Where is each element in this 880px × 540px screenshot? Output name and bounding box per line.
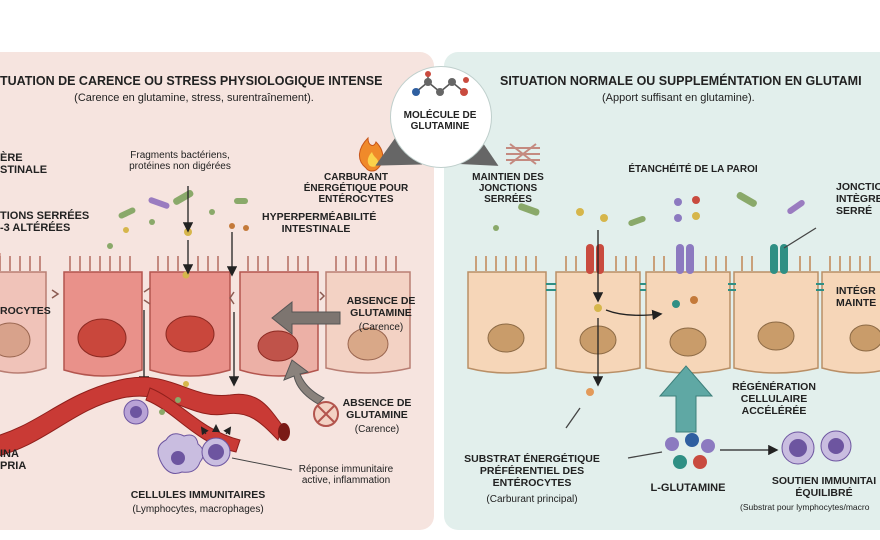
right-arrows (565, 227, 817, 459)
absence2-note: (Carence) (354, 424, 400, 435)
maintain-label: MAINTIEN DES JONCTIONS SERRÉES (472, 172, 544, 206)
right-title: SITUATION NORMALE OU SUPPLEMÉNTATION EN … (500, 74, 862, 88)
no-entry-icon (313, 401, 339, 427)
left-microvilli (0, 256, 397, 271)
fragments-label: Fragments bactériens, protéines non digé… (129, 150, 231, 173)
absence2-label: ABSENCE DE GLUTAMINE (342, 397, 412, 421)
left-cell-3 (149, 271, 231, 377)
hyperpermeability-label: HYPERPERMÉABILITÉ INTESTINALE (262, 211, 377, 235)
regeneration-label: RÉGÉNÉRATION CELLULAIRE ACCÉLÉRÉE (732, 381, 816, 417)
absence1-note: (Carence) (358, 322, 404, 333)
immune-support-note: (Substrat pour lymphocytes/macro (740, 502, 870, 512)
enterocytes-label: ROCYTES (0, 305, 51, 317)
l-glutamine-molecules (665, 433, 715, 469)
immune-cells-note: (Lymphocytes, macrophages) (132, 504, 264, 515)
channel-purple (676, 244, 694, 274)
left-epithelium (0, 253, 411, 377)
l-glutamine-label: L-GLUTAMINE (650, 482, 726, 494)
immune-cells-label: CELLULES IMMUNITAIRES (130, 489, 266, 501)
left-cell-1 (0, 271, 47, 374)
fuel-label: CARBURANT ÉNERGÉTIQUE POUR ENTÉROCYTES (303, 172, 409, 206)
left-subtitle: (Carence en glutamine, stress, surentraî… (74, 92, 314, 104)
right-microvilli (475, 256, 871, 271)
barrier-label: ÈRE STINALE (0, 152, 48, 177)
absence1-label: ABSENCE DE GLUTAMINE (346, 295, 416, 319)
immune-response-label: Réponse immunitaire active, inflammation (298, 464, 394, 487)
left-leak-arrows (138, 186, 240, 387)
flame-icon (359, 136, 384, 172)
channel-red (586, 244, 604, 274)
right-immune-cells (781, 430, 852, 465)
blood-vessel (0, 376, 290, 456)
sealing-label: ÉTANCHÉITÉ DE LA PAROI (628, 164, 758, 175)
junction-icon (546, 283, 824, 291)
junctions-integrity-label: JONCTIO INTÈGRE SERRÉ (836, 181, 880, 217)
lamina-label: INA PRIA (0, 448, 27, 473)
molecule-circle (390, 66, 492, 168)
molecule-label: MOLÉCULE DE GLUTAMINE (403, 110, 477, 133)
immune-support-label: SOUTIEN IMMUNITAI ÉQUILIBRÉ (771, 475, 877, 499)
channel-teal (770, 244, 788, 274)
right-subtitle: (Apport suffisant en glutamine). (602, 92, 755, 104)
integrity-label: INTÉGR MAINTE (836, 285, 877, 309)
tight-junctions-label: TIONS SERRÉES -3 ALTÉRÉES (0, 210, 90, 235)
substrate-label: SUBSTRAT ÉNERGÉTIQUE PRÉFÉRENTIEL DES EN… (464, 453, 600, 489)
substrate-note: (Carburant principal) (486, 494, 578, 505)
right-bacteria (493, 191, 805, 396)
absence-arrow-2 (283, 359, 339, 427)
molecule-icon (412, 71, 469, 96)
left-immune-cells (123, 381, 293, 474)
left-cell-2 (63, 271, 143, 377)
junction-top-icon (506, 143, 540, 165)
absence-arrow-1 (271, 300, 341, 336)
left-title: TUATION DE CARENCE OU STRESS PHYSIOLOGIQ… (0, 74, 383, 88)
regeneration-arrow (658, 365, 714, 433)
broken-junctions (51, 287, 326, 305)
left-cell-5 (325, 271, 411, 374)
right-epithelium (467, 244, 880, 374)
